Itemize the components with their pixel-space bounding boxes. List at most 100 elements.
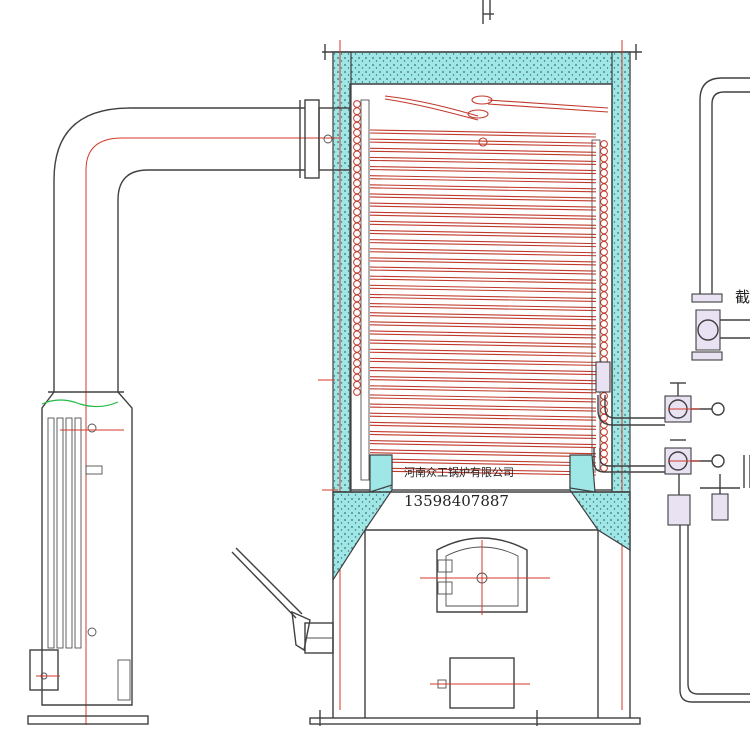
right-header-beads	[600, 140, 608, 472]
header-bead	[353, 229, 361, 238]
boiler-shell	[322, 40, 642, 710]
coil-turn	[369, 403, 597, 409]
coil-turn-inner	[369, 260, 597, 266]
coil-turn	[369, 293, 597, 299]
header-bead	[353, 337, 361, 346]
header-bead	[353, 323, 361, 332]
coil-turn-inner	[369, 333, 597, 339]
header-bead	[600, 348, 608, 357]
header-bead	[600, 312, 608, 321]
coil-turn-inner	[369, 324, 597, 330]
coil-turn-inner	[369, 369, 597, 376]
header-bead	[353, 373, 361, 382]
header-bead	[353, 388, 361, 396]
coil-turn	[369, 412, 597, 418]
coil-turn	[369, 229, 597, 236]
header-bead	[353, 301, 361, 310]
header-bead	[600, 399, 608, 408]
header-bead	[600, 154, 608, 163]
header-bead	[600, 262, 608, 271]
header-bead	[353, 186, 361, 195]
header-bead	[353, 215, 361, 224]
coil-turn	[369, 156, 597, 162]
coil-turn	[369, 321, 597, 327]
coil-turn	[369, 239, 597, 245]
header-bead	[353, 208, 361, 216]
header-bead	[353, 193, 361, 202]
coil-turn	[369, 330, 597, 336]
coil-turn	[369, 147, 597, 153]
coil-turn-inner	[369, 159, 597, 165]
coil-turn-inner	[369, 278, 597, 284]
header-bead	[353, 359, 361, 368]
header-bead	[353, 222, 361, 231]
header-bead	[600, 327, 608, 336]
coil-turn	[369, 266, 597, 272]
header-bead	[353, 179, 361, 188]
header-bead	[353, 251, 361, 260]
header-bead	[353, 107, 361, 116]
coil-turn	[369, 284, 597, 290]
coil-turn-inner	[369, 379, 597, 385]
coil-turn	[369, 211, 597, 217]
header-bead	[600, 435, 608, 444]
ash-door	[430, 657, 530, 709]
outlet-piping	[593, 361, 665, 473]
coil-turn	[369, 440, 597, 446]
header-bead	[353, 121, 361, 130]
coil-turn-inner	[369, 406, 597, 412]
coil-turn	[369, 165, 597, 172]
coil-turn	[369, 421, 597, 427]
coil-turn-inner	[369, 168, 597, 175]
header-bead	[600, 226, 608, 235]
coil-turn	[369, 275, 597, 281]
riser-pipe: 截	[691, 77, 750, 361]
coil-turn	[369, 467, 597, 473]
header-bead	[353, 265, 361, 274]
header-bead	[600, 269, 608, 278]
header-bead	[600, 190, 608, 199]
coil-turn-inner	[369, 296, 597, 302]
pressure-gauge-upper	[711, 402, 725, 416]
header-bead	[600, 176, 608, 184]
coil-turn	[369, 303, 597, 309]
header-bead	[353, 294, 361, 303]
header-bead	[353, 344, 361, 353]
insulation-right	[611, 51, 631, 493]
coil-top-loops	[384, 95, 609, 147]
fire-door	[420, 537, 550, 615]
coil-turn-inner	[369, 397, 597, 403]
coil-turn-inner	[369, 141, 597, 147]
header-bead	[600, 212, 608, 220]
coil-turn	[369, 366, 597, 373]
stop-valve-label: 截	[735, 288, 750, 306]
upper-valve-assembly	[664, 382, 725, 423]
dust-collector	[27, 391, 149, 725]
header-bead	[353, 100, 361, 108]
header-bead	[600, 255, 608, 264]
insulation-top	[332, 51, 631, 85]
coil-turn-inner	[369, 461, 597, 467]
header-bead	[600, 305, 608, 314]
flue-pipe	[53, 99, 351, 725]
header-bead	[600, 276, 608, 285]
header-bead	[600, 334, 608, 343]
header-bead	[353, 150, 361, 159]
grate-lever	[231, 547, 334, 654]
coil-turn	[369, 357, 597, 363]
header-bead	[353, 380, 361, 389]
coil-turn-inner	[369, 269, 597, 275]
header-bead	[353, 136, 361, 144]
header-bead	[353, 316, 361, 324]
insulation-left	[332, 51, 352, 493]
coil-turn-inner	[369, 351, 597, 357]
header-bead	[600, 140, 608, 148]
header-bead	[353, 128, 361, 137]
coil-turn	[369, 348, 597, 354]
header-bead	[600, 240, 608, 249]
coil-turn-inner	[369, 150, 597, 156]
header-bead	[353, 258, 361, 267]
left-header-beads	[353, 100, 361, 396]
top-vent-fitting	[482, 0, 494, 24]
